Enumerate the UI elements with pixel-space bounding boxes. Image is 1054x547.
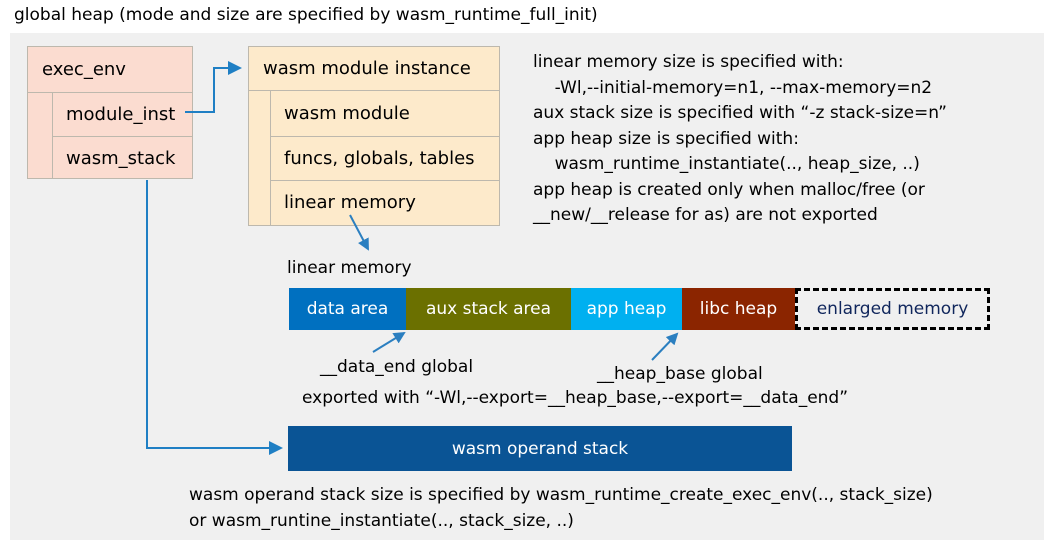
exec-env-field-module-inst: module_inst [66,104,176,125]
memory-segment-aux-stack-area: aux stack area [406,288,571,330]
wasm-module-instance-gutter [249,91,271,225]
memory-segment-data-area: data area [289,288,406,330]
wasm-module-instance-box: wasm module instance wasm module funcs, … [248,46,500,226]
exec-env-gutter [28,93,53,179]
linear-memory-note: linear memory size is specified with: -W… [533,52,947,225]
module-instance-field-linear-memory: linear memory [271,180,499,225]
exec-env-fields: module_inst wasm_stack [53,93,192,179]
linear-memory-strip-label: linear memory [287,258,412,278]
exec-env-field-wasm-stack: wasm_stack [53,136,192,179]
memory-segment-libc-heap: libc heap [682,288,795,330]
wasm-module-instance-title: wasm module instance [249,47,499,91]
module-instance-field-funcs-globals-tables: funcs, globals, tables [271,135,499,181]
module-instance-field-wasm-module: wasm module [284,102,410,124]
memory-segment-enlarged-memory: enlarged memory [795,288,990,330]
exec-env-title: exec_env [28,47,192,93]
annotation-exported-with: exported with “-Wl,--export=__heap_base,… [302,388,849,408]
annotation-data-end: __data_end global [320,357,474,377]
exec-env-box: exec_env module_inst wasm_stack [27,46,193,179]
exec-env-body: module_inst wasm_stack [28,93,192,179]
memory-segment-app-heap: app heap [571,288,682,330]
page-title: global heap (mode and size are specified… [14,5,598,25]
operand-stack-note: wasm operand stack size is specified by … [189,485,933,531]
wasm-module-instance-fields: wasm module funcs, globals, tables linea… [271,91,499,225]
annotation-heap-base: __heap_base global [597,364,763,384]
wasm-module-instance-body: wasm module funcs, globals, tables linea… [249,91,499,225]
wasm-operand-stack-bar: wasm operand stack [288,426,792,471]
